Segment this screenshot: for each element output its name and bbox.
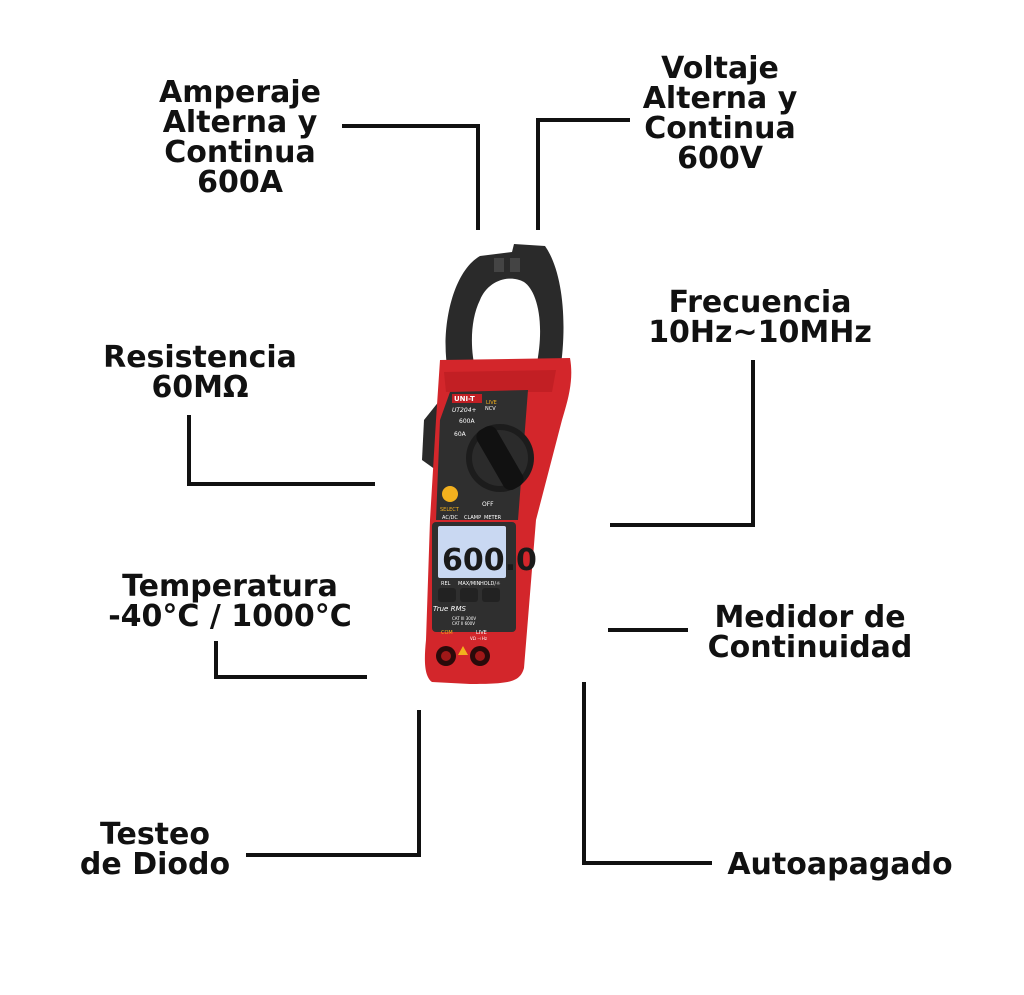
- label-line: 60MΩ: [151, 370, 249, 405]
- dial-label: NCV: [485, 406, 496, 412]
- button-label: MAX/MIN: [458, 581, 481, 587]
- label-line: Continua: [644, 111, 796, 146]
- leader-continuidad-h: [608, 628, 688, 632]
- label-diodo: Testeo de Diodo: [70, 820, 240, 880]
- leader-amperaje-v: [476, 124, 480, 230]
- dial-label: 60A: [454, 431, 467, 438]
- label-line: Temperatura: [122, 569, 338, 604]
- label-amperaje: Amperaje Alterna y Continua 600A: [150, 78, 330, 198]
- label-autoapagado: Autoapagado: [720, 850, 960, 880]
- label-resistencia: Resistencia 60MΩ: [90, 343, 310, 403]
- select-label: SELECT: [440, 507, 460, 513]
- dial-label: LIVE: [486, 400, 497, 406]
- label-line: Voltaje: [661, 51, 779, 86]
- mode-label: AC/DC: [442, 515, 458, 521]
- label-line: Resistencia: [103, 340, 297, 375]
- cat-label: CAT III 300V: [452, 616, 476, 621]
- label-line: Continuidad: [707, 630, 913, 665]
- label-line: Frecuencia: [668, 285, 852, 320]
- label-temperatura: Temperatura -40°C / 1000°C: [80, 572, 380, 632]
- leader-diodo-h: [246, 853, 421, 857]
- mode-label: CLAMP: [464, 515, 481, 521]
- rotary-dial[interactable]: [466, 423, 534, 493]
- brand-text: UNI-T: [454, 395, 475, 403]
- jack-label: LIVE: [476, 630, 487, 636]
- label-voltaje: Voltaje Alterna y Continua 600V: [630, 54, 810, 174]
- label-line: 600A: [197, 165, 283, 200]
- leader-temperatura-h: [214, 675, 367, 679]
- true-rms-label: True RMS: [433, 605, 466, 613]
- leader-voltaje-h: [536, 118, 630, 122]
- label-continuidad: Medidor de Continuidad: [690, 603, 930, 663]
- label-line: 600V: [677, 141, 763, 176]
- dial-label: OFF: [482, 501, 494, 508]
- jack-label: COM: [441, 630, 453, 636]
- label-line: Alterna y: [642, 81, 798, 116]
- leader-temperatura-v: [214, 641, 218, 679]
- lcd-screen: [438, 526, 506, 578]
- select-button[interactable]: [442, 486, 458, 502]
- label-line: Alterna y: [162, 105, 318, 140]
- leader-voltaje-v: [536, 118, 540, 230]
- label-line: -40°C / 1000°C: [108, 599, 352, 634]
- label-line: Testeo: [100, 817, 210, 852]
- dial-label: 600A: [459, 418, 475, 425]
- leader-autoapagado-v: [582, 682, 586, 865]
- leader-amperaje-h: [342, 124, 480, 128]
- mode-label: METER: [484, 515, 502, 521]
- leader-diodo-v: [417, 710, 421, 857]
- button-label: REL: [441, 581, 451, 587]
- label-line: de Diodo: [79, 847, 231, 882]
- button-label: HOLD/☼: [480, 581, 501, 587]
- label-line: Amperaje: [159, 75, 321, 110]
- label-line: Medidor de: [714, 600, 906, 635]
- leader-resistencia-v: [187, 415, 191, 486]
- lcd-reading: 600.0: [442, 543, 537, 578]
- leader-frecuencia-h: [610, 523, 755, 527]
- leader-resistencia-h: [187, 482, 375, 486]
- cat-label: CAT II 600V: [452, 621, 475, 626]
- jack-label: VΩ ⊣ Hz: [470, 636, 487, 641]
- max-min-button[interactable]: [460, 588, 478, 602]
- label-line: Autoapagado: [727, 847, 953, 882]
- clamp-jaw: [445, 244, 564, 372]
- label-frecuencia: Frecuencia 10Hz~10MHz: [630, 288, 890, 348]
- warning-icon: [458, 646, 468, 655]
- label-line: 10Hz~10MHz: [648, 315, 872, 350]
- label-line: Continua: [164, 135, 316, 170]
- model-text: UT204+: [452, 407, 477, 414]
- rel-button[interactable]: [438, 588, 456, 602]
- leader-autoapagado-h: [582, 861, 712, 865]
- leader-frecuencia-v: [751, 360, 755, 527]
- hold-button[interactable]: [482, 588, 500, 602]
